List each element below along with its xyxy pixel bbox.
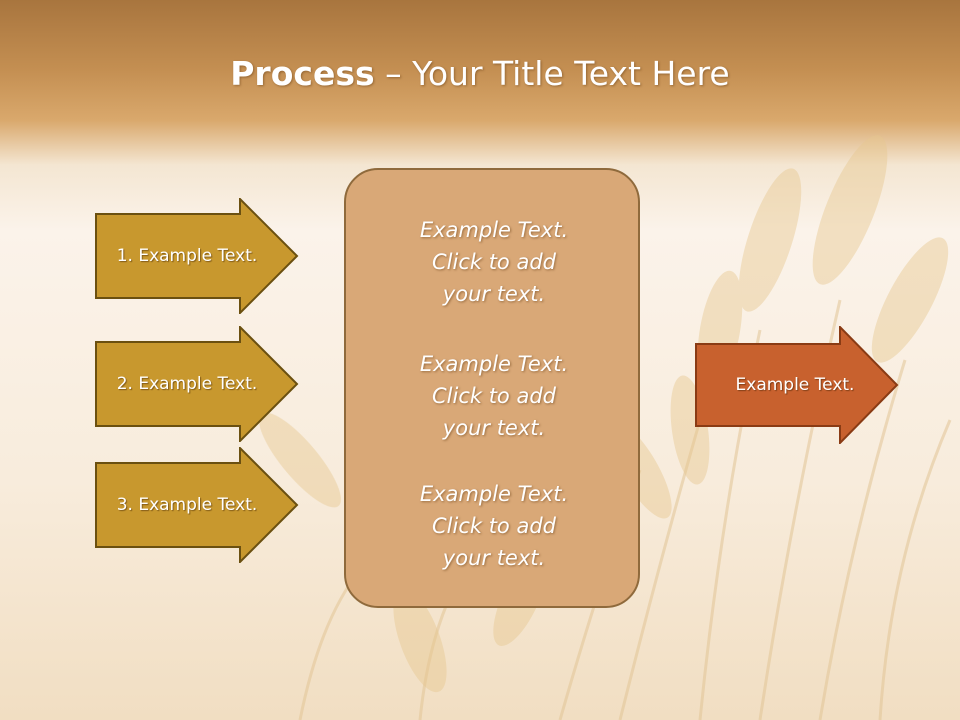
arrow-right-icon — [95, 198, 299, 314]
center-text-line: Click to add — [431, 250, 556, 274]
step-arrow-3[interactable]: 3. Example Text. — [95, 447, 299, 563]
result-arrow[interactable]: Example Text. — [695, 326, 899, 444]
arrow-right-icon — [95, 447, 299, 563]
step-arrow-1[interactable]: 1. Example Text. — [95, 198, 299, 314]
center-text-block-2: Example Text. Click to add your text. — [346, 348, 642, 444]
result-arrow-label: Example Text. — [735, 375, 855, 395]
step-arrow-label: 3. Example Text. — [116, 495, 258, 515]
title-bold-part: Process — [230, 54, 375, 93]
center-text-line: Example Text. — [419, 482, 569, 506]
center-text-line: Click to add — [431, 384, 556, 408]
center-text-block-1: Example Text. Click to add your text. — [346, 214, 642, 310]
arrow-right-icon — [695, 326, 899, 444]
step-arrow-label: 2. Example Text. — [116, 374, 258, 394]
slide-title[interactable]: Process – Your Title Text Here — [0, 52, 960, 96]
center-text-line: your text. — [442, 282, 546, 306]
center-text-line: your text. — [442, 546, 546, 570]
step-arrow-2[interactable]: 2. Example Text. — [95, 326, 299, 442]
title-rest-part: – Your Title Text Here — [374, 54, 730, 93]
center-text-line: Example Text. — [419, 352, 569, 376]
center-text-line: Example Text. — [419, 218, 569, 242]
center-text-line: Click to add — [431, 514, 556, 538]
step-arrow-label: 1. Example Text. — [116, 246, 258, 266]
arrow-right-icon — [95, 326, 299, 442]
center-text-block-3: Example Text. Click to add your text. — [346, 478, 642, 574]
center-text-line: your text. — [442, 416, 546, 440]
center-text-box[interactable]: Example Text. Click to add your text. Ex… — [344, 168, 640, 608]
